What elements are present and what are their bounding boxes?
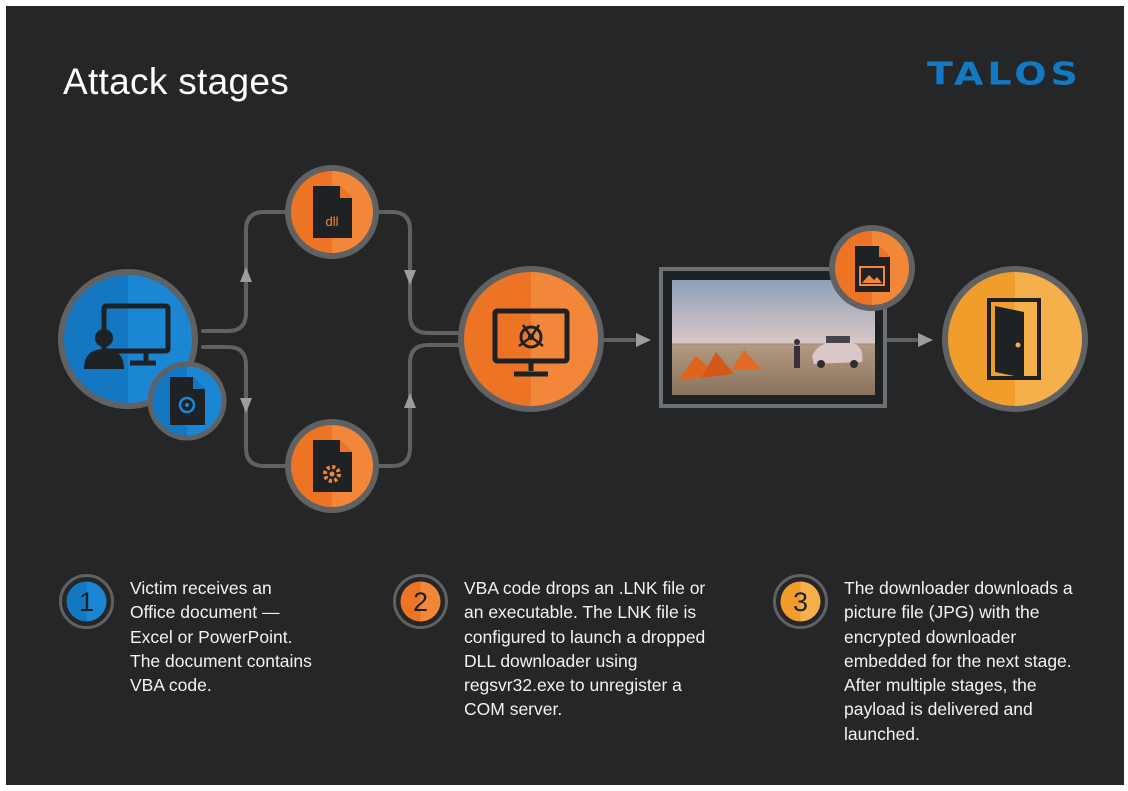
campsite-photo bbox=[672, 280, 875, 395]
arrowhead-down bbox=[240, 398, 252, 413]
attack-flow-diagram: dll bbox=[58, 165, 1088, 513]
picture-frame bbox=[659, 225, 915, 408]
gear-file-icon bbox=[313, 440, 352, 492]
page-title: Attack stages bbox=[63, 61, 290, 102]
flow-arrowheads bbox=[240, 267, 933, 413]
open-door-icon bbox=[987, 298, 1041, 380]
executable-node bbox=[285, 419, 379, 513]
step-2-badge: 2 bbox=[393, 574, 448, 629]
picture-file-node bbox=[829, 225, 915, 311]
arrowhead-right bbox=[918, 333, 933, 347]
step-3-number: 3 bbox=[793, 587, 808, 617]
step-2-number: 2 bbox=[413, 587, 428, 617]
computer-user-icon bbox=[101, 303, 171, 366]
arrowhead-up bbox=[404, 393, 416, 408]
infographic-canvas: Attack stages TALOS bbox=[6, 6, 1124, 785]
image-file-icon bbox=[855, 246, 890, 292]
step-1-badge: 1 bbox=[59, 574, 114, 629]
step-1-description: Victim receives an Office document — Exc… bbox=[130, 578, 312, 696]
biohazard-monitor-icon bbox=[492, 308, 570, 377]
dll-icon-label: dll bbox=[325, 214, 338, 229]
connector-dll-to-downloader bbox=[374, 210, 460, 335]
step-3-description: The downloader downloads a picture file … bbox=[844, 578, 1073, 744]
payload-node bbox=[942, 266, 1088, 412]
dll-file-icon: dll bbox=[313, 186, 352, 238]
user-silhouette bbox=[84, 329, 124, 369]
downloader-node bbox=[458, 266, 604, 412]
biohazard-document-icon bbox=[170, 377, 205, 425]
connector-exe-to-downloader bbox=[374, 343, 460, 468]
arrowhead-down bbox=[404, 270, 416, 285]
dll-node: dll bbox=[285, 165, 379, 259]
arrowhead-up bbox=[240, 267, 252, 282]
step-1-number: 1 bbox=[79, 587, 94, 617]
step-3-badge: 3 bbox=[773, 574, 828, 629]
arrowhead-right bbox=[636, 333, 651, 347]
step-2-description: VBA code drops an .LNK file or an execut… bbox=[464, 578, 706, 720]
document-node bbox=[147, 361, 227, 441]
talos-logo: TALOS bbox=[927, 56, 1082, 93]
